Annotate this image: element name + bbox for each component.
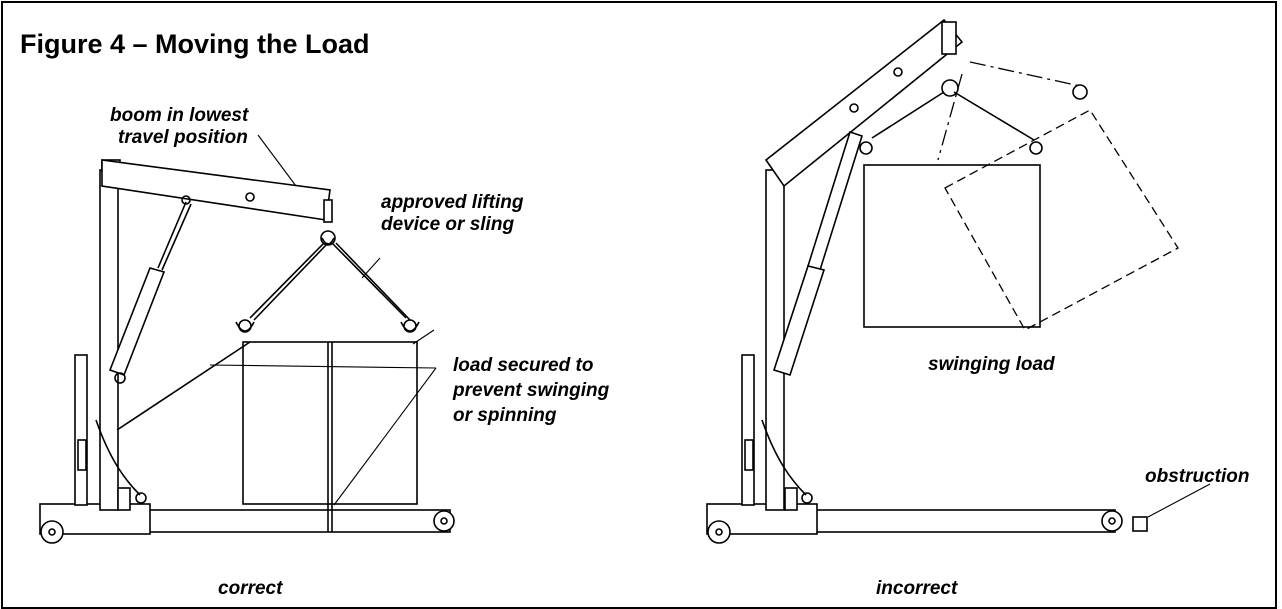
- label-sling-line2: device or sling: [381, 214, 515, 235]
- label-obstruction: obstruction: [1145, 466, 1250, 487]
- tag-line: [116, 341, 251, 431]
- label-boom-line1: boom in lowest: [110, 105, 249, 126]
- load-box: [863, 164, 1041, 328]
- boom: [101, 159, 331, 221]
- wheel-front: [433, 510, 455, 532]
- caption-correct: correct: [218, 578, 283, 599]
- sling-right: [331, 242, 407, 319]
- label-secured-line2: prevent swinging: [453, 380, 610, 401]
- mast: [99, 169, 119, 511]
- mast: [765, 169, 785, 511]
- label-secured-line3: or spinning: [453, 405, 557, 426]
- swung-load-outline: [944, 109, 1179, 331]
- label-swinging-load: swinging load: [928, 354, 1055, 375]
- hydraulic-ram: [772, 265, 826, 376]
- correct-crane: [39, 134, 455, 544]
- label-sling-line1: approved lifting: [381, 192, 524, 213]
- load-box: [242, 341, 418, 505]
- label-secured-line1: load secured to: [453, 355, 594, 376]
- label-boom-line2: travel position: [118, 127, 248, 148]
- sling-left: [249, 242, 325, 319]
- incorrect-crane: [706, 18, 1211, 544]
- caption-incorrect: incorrect: [876, 578, 958, 599]
- figure-title: Figure 4 – Moving the Load: [20, 29, 370, 59]
- boom: [764, 18, 964, 188]
- caster-rear: [40, 520, 64, 544]
- obstruction-box: [1132, 516, 1148, 532]
